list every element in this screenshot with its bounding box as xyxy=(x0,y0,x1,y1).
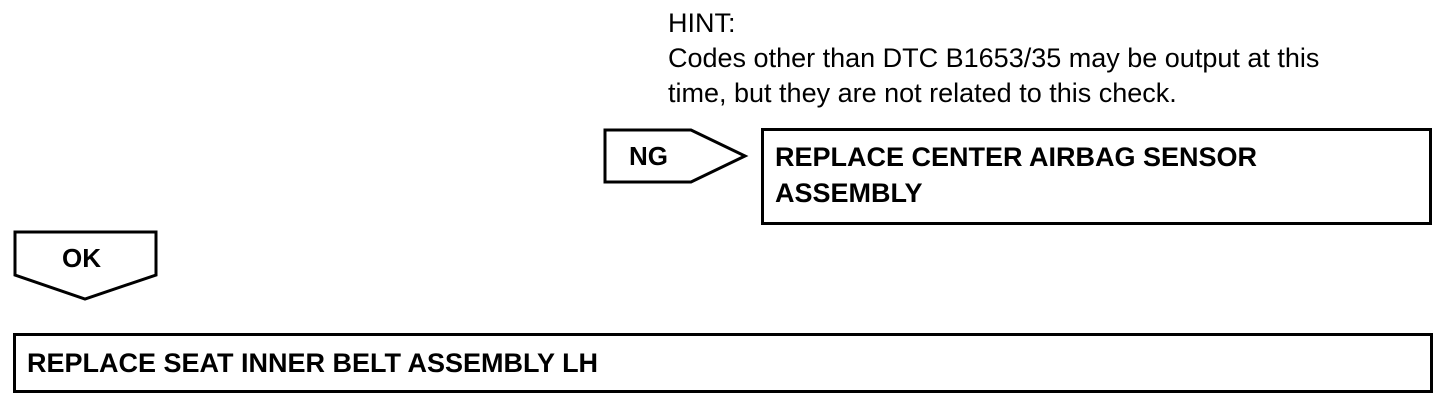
ok-label: OK xyxy=(62,243,101,273)
hint-block: HINT: Codes other than DTC B1653/35 may … xyxy=(668,6,1428,111)
ok-result-text: REPLACE SEAT INNER BELT ASSEMBLY LH xyxy=(27,348,599,378)
hint-title: HINT: xyxy=(668,8,736,38)
hint-line-1: Codes other than DTC B1653/35 may be out… xyxy=(668,43,1320,73)
ng-result-box xyxy=(761,128,1432,225)
ng-result-line-1: REPLACE CENTER AIRBAG SENSOR xyxy=(775,142,1258,172)
ng-result-text: REPLACE CENTER AIRBAG SENSOR ASSEMBLY xyxy=(775,139,1257,211)
ng-result-line-2: ASSEMBLY xyxy=(775,178,923,208)
ng-label: NG xyxy=(629,141,668,171)
ok-result-box xyxy=(13,333,1433,393)
hint-line-2: time, but they are not related to this c… xyxy=(668,78,1177,108)
ng-arrow-shape xyxy=(603,128,749,184)
ok-arrow-shape xyxy=(13,230,158,301)
